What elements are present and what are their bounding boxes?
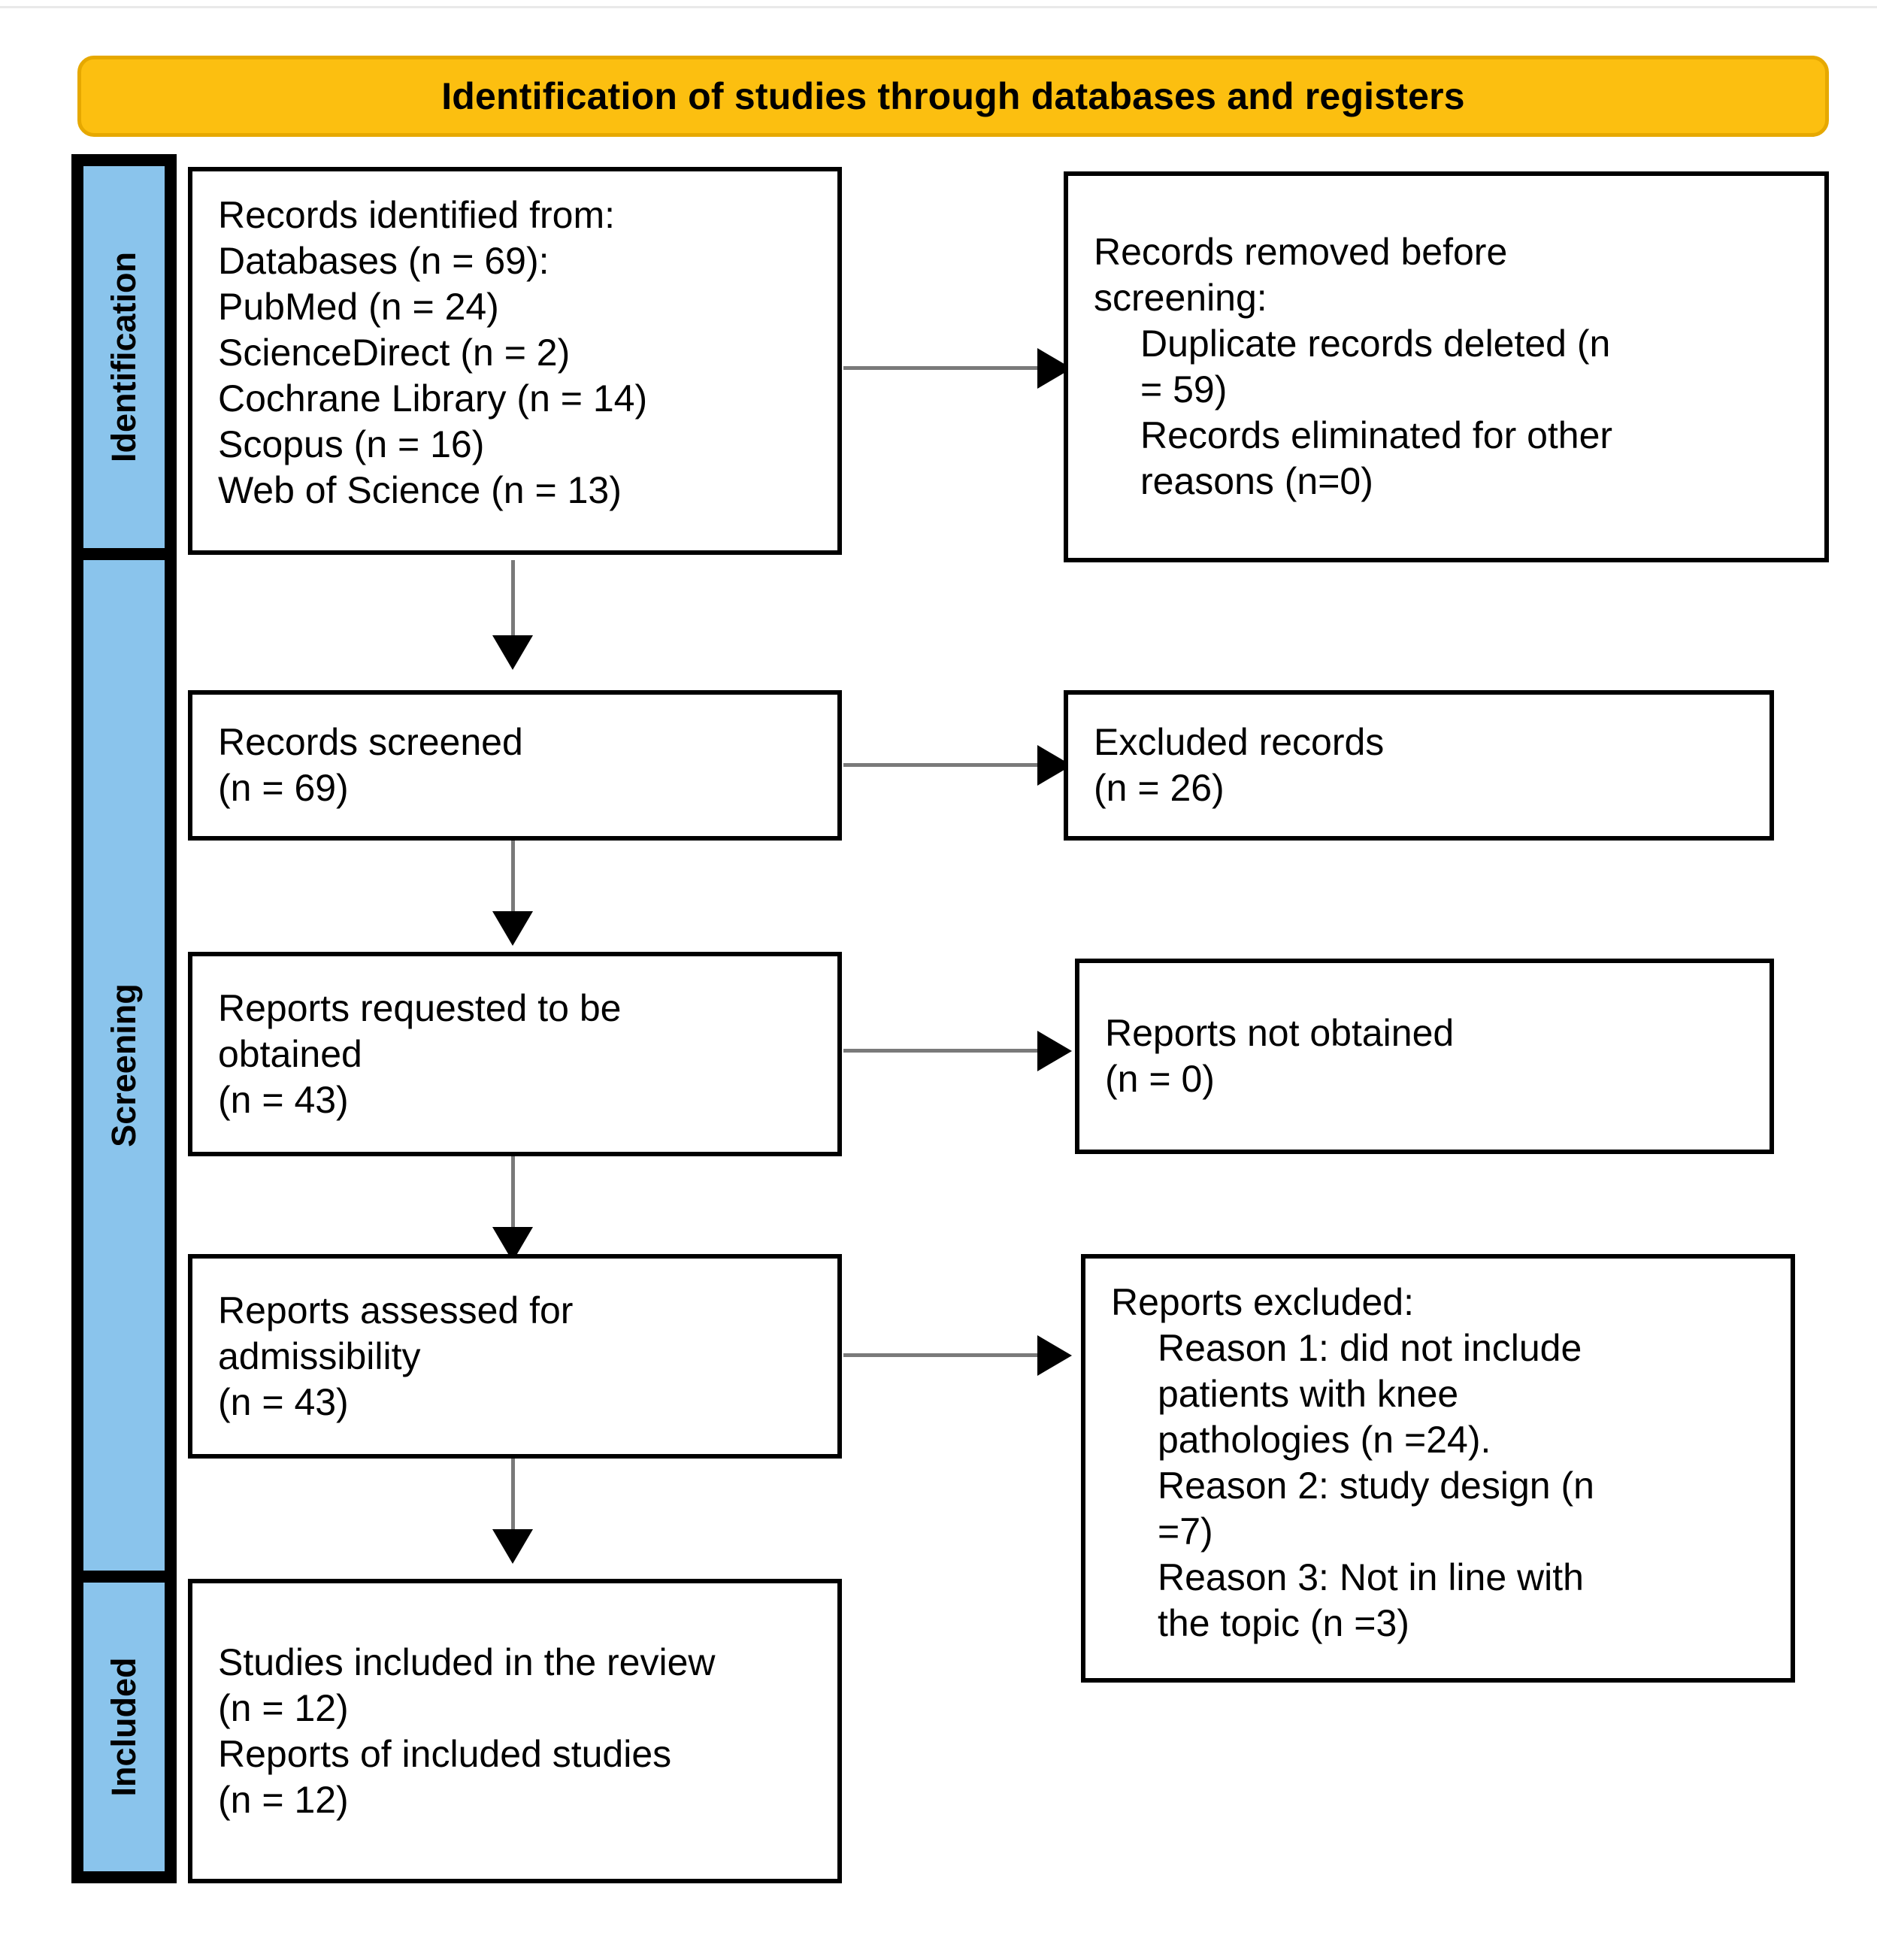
box-line: patients with knee [1158, 1373, 1459, 1415]
phase-band-included: Included [71, 1583, 177, 1883]
phase-label-included: Included [104, 1657, 143, 1797]
box-line: screening: [1094, 277, 1267, 319]
box-line: Records identified from: [218, 194, 616, 236]
phase-label-screening: Screening [104, 983, 143, 1147]
box-line: Duplicate records deleted (n [1140, 323, 1611, 365]
box-line: Reason 2: study design (n [1158, 1465, 1594, 1507]
box-line: Scopus (n = 16) [218, 423, 485, 465]
box-line: Records removed before [1094, 231, 1508, 273]
connector-arrowhead-requested-to-not-obtained [1037, 1031, 1072, 1071]
box-line: Studies included in the review [218, 1640, 716, 1683]
records-screened-box: Records screened (n = 69) [188, 690, 842, 841]
box-line: PubMed (n = 24) [218, 286, 499, 328]
connector-stem-screened-to-excluded [843, 763, 1043, 767]
box-line: =7) [1158, 1510, 1213, 1553]
box-line: (n = 69) [218, 767, 349, 809]
connector-stem-identified-to-screened [511, 560, 515, 656]
reports-requested-box: Reports requested to be obtained (n = 43… [188, 952, 842, 1156]
connector-stem-identified-to-removed [843, 366, 1043, 370]
box-line: (n = 26) [1094, 767, 1225, 809]
box-line: obtained [218, 1032, 362, 1075]
reports-not-obtained-box: Reports not obtained (n = 0) [1075, 959, 1774, 1154]
box-line: Reports requested to be [218, 986, 622, 1029]
phase-label-identification: Identification [104, 252, 143, 462]
box-line: Reason 1: did not include [1158, 1327, 1582, 1369]
connector-stem-assessed-to-included [511, 1459, 515, 1550]
box-line: = 59) [1140, 368, 1228, 410]
box-line: Reports excluded: [1111, 1281, 1415, 1323]
connector-arrowhead-assessed-to-included [492, 1529, 533, 1564]
box-line: Excluded records [1094, 721, 1385, 763]
connector-arrowhead-screened-to-requested [492, 911, 533, 946]
box-line: Web of Science (n = 13) [218, 469, 622, 511]
reports-excluded-box: Reports excluded: Reason 1: did not incl… [1081, 1254, 1795, 1683]
box-line: (n = 12) [218, 1686, 349, 1729]
connector-stem-screened-to-requested [511, 841, 515, 931]
phase-band-identification: Identification [71, 154, 177, 560]
reports-assessed-box: Reports assessed for admissibility (n = … [188, 1254, 842, 1459]
box-line: (n = 43) [218, 1078, 349, 1121]
top-divider [0, 6, 1877, 8]
box-line: Reports not obtained [1105, 1012, 1455, 1054]
box-line: Cochrane Library (n = 14) [218, 377, 648, 420]
box-line: (n = 0) [1105, 1058, 1215, 1100]
box-line: reasons (n=0) [1140, 460, 1373, 502]
box-line: Records eliminated for other [1140, 414, 1613, 456]
studies-included-box: Studies included in the review (n = 12) … [188, 1579, 842, 1883]
connector-arrowhead-identified-to-screened [492, 635, 533, 670]
box-line: Reports assessed for [218, 1289, 574, 1331]
records-removed-box: Records removed before screening: Duplic… [1064, 171, 1829, 562]
connector-stem-assessed-to-excluded [843, 1353, 1043, 1357]
connector-arrowhead-assessed-to-excluded [1037, 1335, 1072, 1376]
box-line: Reports of included studies [218, 1732, 672, 1775]
header-title: Identification of studies through databa… [441, 75, 1465, 117]
phase-band-screening: Screening [71, 560, 177, 1583]
box-line: (n = 12) [218, 1778, 349, 1821]
box-line: Records screened [218, 721, 523, 763]
box-line: the topic (n =3) [1158, 1602, 1409, 1644]
box-line: (n = 43) [218, 1380, 349, 1423]
box-line: Databases (n = 69): [218, 240, 549, 282]
excluded-records-box: Excluded records (n = 26) [1064, 690, 1774, 841]
records-identified-box: Records identified from: Databases (n = … [188, 167, 842, 555]
connector-stem-requested-to-not-obtained [843, 1049, 1043, 1053]
identification-header-banner: Identification of studies through databa… [77, 56, 1829, 137]
box-line: Reason 3: Not in line with [1158, 1556, 1584, 1598]
connector-stem-requested-to-assessed [511, 1156, 515, 1248]
box-line: ScienceDirect (n = 2) [218, 332, 571, 374]
box-line: admissibility [218, 1334, 421, 1377]
box-line: pathologies (n =24). [1158, 1419, 1491, 1461]
